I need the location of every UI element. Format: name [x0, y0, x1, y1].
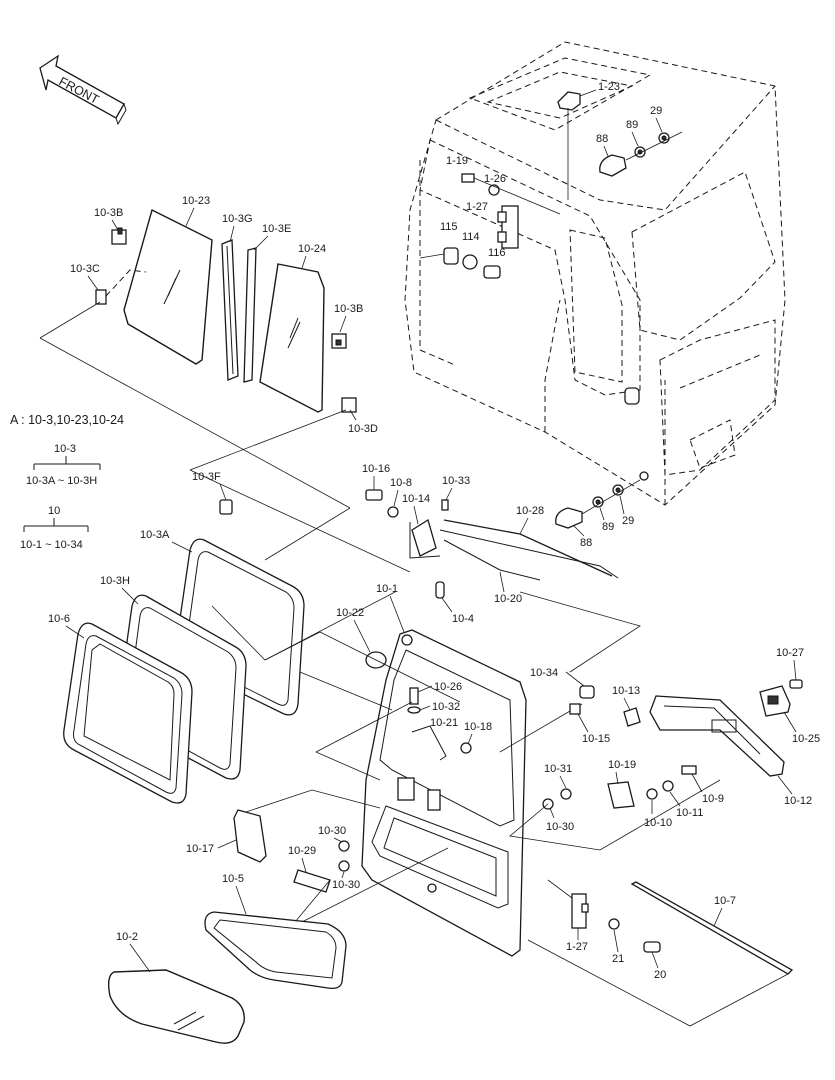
- striker-parts: [569, 685, 641, 727]
- hinge-upper: [461, 173, 561, 249]
- label-10-24: 10-24: [298, 243, 326, 255]
- label-29-lower: 29: [622, 515, 634, 527]
- label-1-23: 1-23: [598, 81, 620, 93]
- label-10-16: 10-16: [362, 463, 390, 475]
- group-parent-10-3: 10-3: [54, 443, 76, 455]
- label-10-27: 10-27: [776, 647, 804, 659]
- label-10-29: 10-29: [288, 845, 316, 857]
- label-10-30-right: 10-30: [546, 821, 574, 833]
- label-10-8: 10-8: [390, 477, 412, 489]
- label-10-34: 10-34: [530, 667, 558, 679]
- label-10-19: 10-19: [608, 759, 636, 771]
- label-10-32: 10-32: [432, 701, 460, 713]
- stay-parts: [419, 247, 501, 279]
- cab-latch: [624, 387, 640, 405]
- bracket-1-23: [557, 89, 597, 200]
- label-10-13: 10-13: [612, 685, 640, 697]
- label-10-6: 10-6: [48, 613, 70, 625]
- label-89-upper: 89: [626, 119, 638, 131]
- strip-10-7: [630, 881, 794, 975]
- clip-10-3d: [341, 397, 357, 413]
- label-10-3b-lower: 10-3B: [334, 303, 363, 315]
- group-children-10: 10-1 ~ 10-34: [20, 539, 83, 551]
- door-internals: [407, 687, 472, 761]
- label-10-3f: 10-3F: [192, 471, 221, 483]
- label-88-lower: 88: [580, 537, 592, 549]
- seal-10-5: [204, 911, 347, 990]
- label-115: 115: [440, 221, 458, 233]
- label-10-2: 10-2: [116, 931, 138, 943]
- glass-10-24: [259, 263, 325, 413]
- label-10-20: 10-20: [494, 593, 522, 605]
- label-20: 20: [654, 969, 666, 981]
- clip-10-3b-upper: [111, 227, 127, 245]
- arm-10-12: [649, 695, 785, 777]
- seal-10-3g: [221, 239, 239, 381]
- group-tree-10-3: 10-3 10-3A ~ 10-3H: [26, 443, 101, 487]
- group-children-10-3: 10-3A ~ 10-3H: [26, 475, 97, 487]
- label-10-4: 10-4: [452, 613, 474, 625]
- door-10-1: [361, 629, 527, 957]
- label-88-upper: 88: [596, 133, 608, 145]
- label-10-5: 10-5: [222, 873, 244, 885]
- label-10-26: 10-26: [434, 681, 462, 693]
- label-10-28: 10-28: [516, 505, 544, 517]
- label-10-15: 10-15: [582, 733, 610, 745]
- label-10-30-lower: 10-30: [332, 879, 360, 891]
- label-10-11: 10-11: [676, 807, 703, 819]
- group-parent-10: 10: [48, 505, 60, 517]
- label-10-21: 10-21: [430, 717, 458, 729]
- label-1-27-lower: 1-27: [566, 941, 588, 953]
- label-10-22: 10-22: [336, 607, 364, 619]
- lower-left-parts: [293, 840, 350, 893]
- seal-10-6: [63, 622, 193, 804]
- label-114: 114: [462, 231, 480, 243]
- cab-body: [404, 41, 786, 506]
- label-10-3e: 10-3E: [262, 223, 291, 235]
- label-10-25: 10-25: [792, 733, 820, 745]
- glass-10-23: [123, 208, 213, 365]
- label-10-23: 10-23: [182, 195, 210, 207]
- label-10-14: 10-14: [402, 493, 430, 505]
- bracket-10-25: [759, 679, 803, 717]
- seal-10-3f: [219, 499, 233, 515]
- seal-10-3e: [243, 247, 257, 383]
- label-10-18: 10-18: [464, 721, 492, 733]
- label-10-3g: 10-3G: [222, 213, 253, 225]
- label-10-30-upper: 10-30: [318, 825, 346, 837]
- label-10-10: 10-10: [644, 817, 672, 829]
- label-10-33: 10-33: [442, 475, 470, 487]
- label-10-1: 10-1: [376, 583, 398, 595]
- label-116: 116: [488, 247, 506, 259]
- clip-10-3c: [95, 289, 107, 305]
- label-10-3a: 10-3A: [140, 529, 170, 541]
- stopper-upper: [599, 131, 683, 177]
- label-1-19: 1-19: [446, 155, 468, 167]
- label-10-31: 10-31: [544, 763, 572, 775]
- label-1-27-upper: 1-27: [466, 201, 488, 213]
- label-1-26: 1-26: [484, 173, 506, 185]
- group-tree-10: 10 10-1 ~ 10-34: [20, 505, 89, 551]
- label-10-17: 10-17: [186, 843, 214, 855]
- stopper-lower: [555, 479, 641, 529]
- label-10-12: 10-12: [784, 795, 812, 807]
- label-10-3d: 10-3D: [348, 423, 378, 435]
- label-10-7: 10-7: [714, 895, 736, 907]
- hinge-lower: [547, 879, 661, 953]
- clip-10-3b-lower: [331, 333, 347, 349]
- label-10-3b-upper: 10-3B: [94, 207, 123, 219]
- label-29-upper: 29: [650, 105, 662, 117]
- label-10-3c: 10-3C: [70, 263, 100, 275]
- glass-10-2: [107, 969, 245, 1044]
- assembly-note: A : 10-3,10-23,10-24: [10, 413, 124, 427]
- label-10-9: 10-9: [702, 793, 724, 805]
- label-10-3h: 10-3H: [100, 575, 130, 587]
- label-89-lower: 89: [602, 521, 614, 533]
- label-21: 21: [612, 953, 624, 965]
- pad-10-17: [233, 809, 267, 863]
- front-arrow: FRONT: [39, 54, 127, 126]
